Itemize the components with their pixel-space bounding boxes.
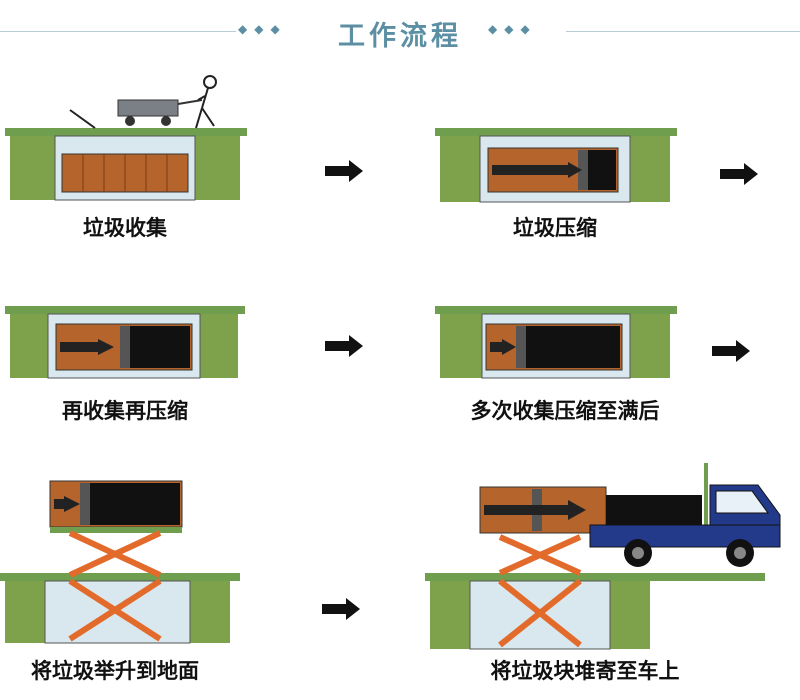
- garbage-block: [485, 323, 623, 371]
- step-4-illustration: [435, 306, 677, 379]
- pillar-left: [440, 314, 482, 378]
- garbage-block: [487, 147, 619, 193]
- arrow-right-icon: [712, 340, 750, 362]
- step-4-label: 多次收集压缩至满后: [470, 399, 660, 423]
- step-5-label: 将垃圾举升到地面: [31, 659, 199, 683]
- step-6-label: 将垃圾块堆寄至车上: [490, 659, 680, 683]
- pillar-right: [630, 136, 670, 202]
- header-dots-left: ◆◆◆: [238, 22, 287, 36]
- arrow-right-icon: [720, 163, 758, 185]
- page-header: ◆◆◆ 工作流程 ◆◆◆: [0, 0, 800, 62]
- step-6-illustration: [425, 463, 781, 650]
- step-3-label: 再收集再压缩: [62, 399, 188, 423]
- page-title: 工作流程: [338, 21, 462, 52]
- arrow-right-icon: [325, 335, 363, 357]
- pillar-left: [10, 136, 55, 200]
- pillar-left: [10, 314, 48, 378]
- step-3-illustration: [5, 306, 245, 379]
- ground-slab: [435, 306, 677, 314]
- step-1-label: 垃圾收集: [83, 216, 167, 240]
- arrow-right-icon: [322, 598, 360, 620]
- pillar-left: [5, 581, 45, 643]
- ground-slab: [5, 306, 245, 314]
- pillar-right: [190, 581, 230, 643]
- garbage-block: [49, 480, 183, 528]
- lift-platform: [50, 527, 182, 533]
- hatch-lid: [69, 109, 96, 129]
- garbage-block: [55, 323, 193, 371]
- pillar-right: [630, 314, 670, 378]
- garbage-block: [61, 153, 189, 193]
- header-rule-left: [0, 31, 236, 32]
- scissor-lift: [68, 530, 162, 642]
- pillar-right: [610, 581, 650, 649]
- worker-icon: [195, 75, 217, 129]
- step-2-illustration: [435, 128, 677, 203]
- ground-slab: [5, 128, 247, 136]
- arrow-right-icon: [325, 160, 363, 182]
- garbage-block: [479, 486, 607, 534]
- ground-slab: [425, 573, 765, 581]
- ground-slab: [0, 573, 240, 581]
- scissor-lift: [498, 534, 582, 648]
- pillar-right: [195, 136, 240, 200]
- step-2-label: 垃圾压缩: [513, 216, 597, 240]
- pillar-right: [200, 314, 238, 378]
- pillar-left: [440, 136, 480, 202]
- trash-cart-icon: [117, 99, 203, 126]
- header-rule-right: [566, 31, 800, 32]
- step-1-illustration: [5, 75, 247, 201]
- pillar-left: [430, 581, 470, 649]
- truck-icon: [589, 463, 781, 567]
- step-5-illustration: [0, 480, 240, 644]
- header-dots-right: ◆◆◆: [488, 22, 537, 36]
- ground-slab: [435, 128, 677, 136]
